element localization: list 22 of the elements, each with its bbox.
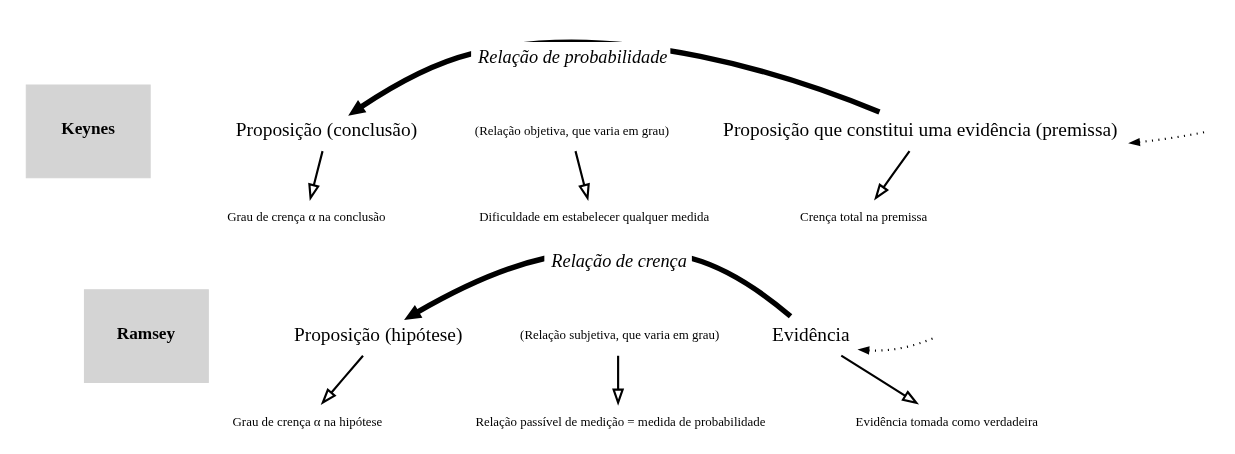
node-text: Grau de crença α na conclusão (227, 208, 386, 224)
node-box: Ramsey (83, 289, 209, 383)
node-text: Proposição que constitui uma evidência (premissa) (723, 119, 1118, 141)
edge-label: Relação de probabilidade (478, 46, 668, 67)
node-text: Proposição (conclusão) (235, 119, 418, 141)
arrow (308, 150, 324, 202)
node-text: Evidência tomada como verdadeira (855, 413, 1038, 429)
node-text: Evidência (772, 323, 850, 345)
node-text: Proposição (hipótese) (293, 323, 463, 345)
arrow (612, 355, 625, 406)
edge-label: Relação de crença (551, 251, 687, 272)
node-text: (Relação objetiva, que varia em grau) (474, 122, 670, 138)
node-text: Dificuldade em estabelecer qualquer medida (479, 208, 710, 224)
node-text: Crença total na premissa (800, 208, 928, 224)
node-text: Relação passível de medição = medida de probabilidade (475, 413, 766, 429)
arrow (320, 355, 364, 405)
node-text: (Relação subjetiva, que varia em grau) (520, 327, 720, 343)
arrow (574, 150, 590, 202)
node-text: Grau de crença α na hipótese (232, 413, 383, 429)
arrow (840, 354, 920, 405)
arrow (874, 150, 911, 201)
node-box: Keynes (25, 84, 151, 179)
